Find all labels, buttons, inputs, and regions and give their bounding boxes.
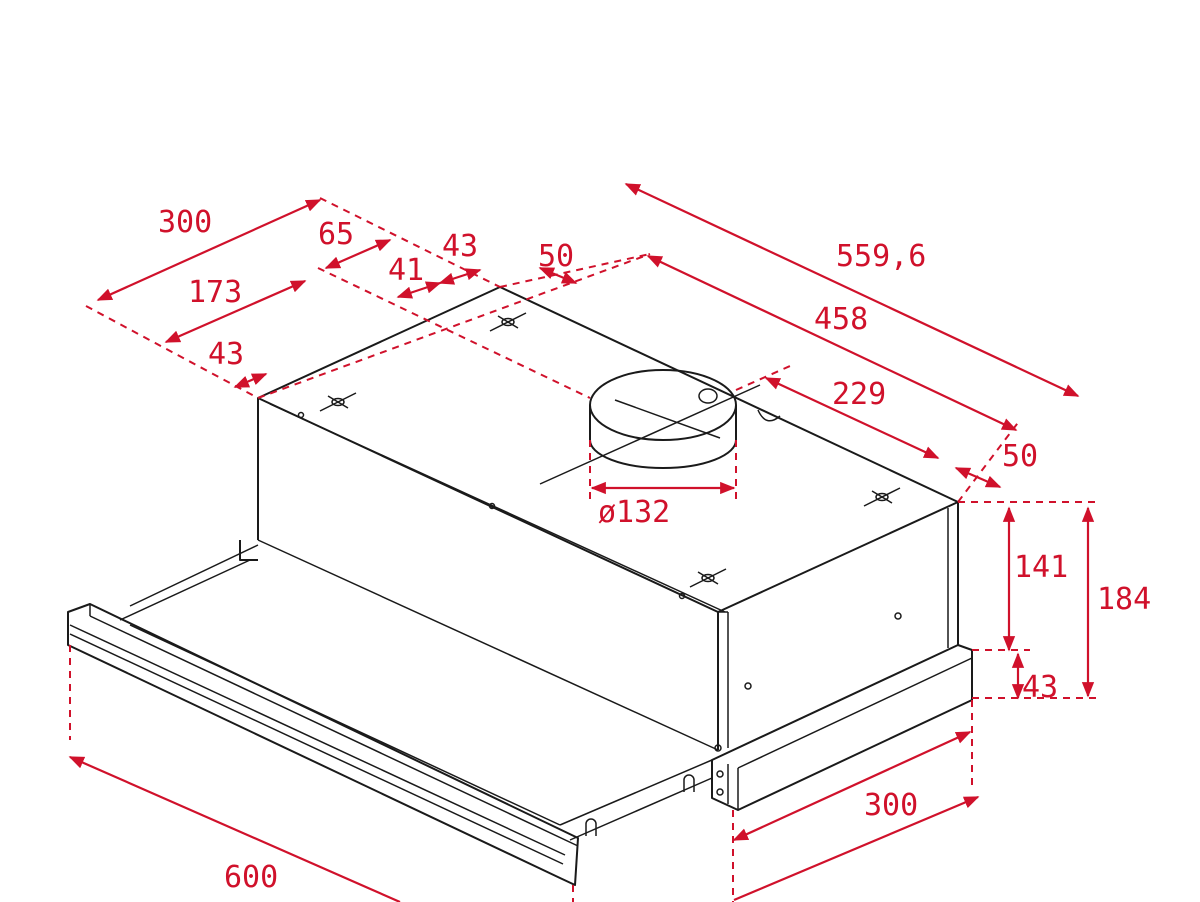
dim-trim-height: 43 <box>1022 670 1058 705</box>
dim-duct-diameter: ø132 <box>598 495 670 530</box>
dim-hole-width: 458 <box>814 302 868 337</box>
dim-bottom-depth: 300 <box>864 788 918 823</box>
dim-body-height: 141 <box>1014 550 1068 585</box>
dim-rear-offset: 65 <box>318 217 354 252</box>
mounting-hole-icons <box>319 312 901 588</box>
dim-top-depth: 300 <box>158 205 212 240</box>
front-trim <box>67 603 579 886</box>
dimension-lines <box>68 183 1095 902</box>
dim-overall-width: 559,6 <box>836 239 926 274</box>
duct-collar <box>539 369 761 485</box>
dim-hole-depth: 173 <box>188 275 242 310</box>
dim-front-width: 600 <box>224 860 278 895</box>
dimension-labels: 300 65 43 41 50 173 43 559,6 458 229 50 … <box>158 205 1151 895</box>
dim-front-offset: 43 <box>208 337 244 372</box>
dim-right-offset: 50 <box>1002 439 1038 474</box>
dim-hole-spacing-a: 43 <box>442 229 478 264</box>
dim-duct-offset: 229 <box>832 377 886 412</box>
right-base-block <box>711 644 973 811</box>
dim-total-height: 184 <box>1097 582 1151 617</box>
dim-hole-spacing-b: 41 <box>388 253 424 288</box>
dim-side-offset: 50 <box>538 239 574 274</box>
